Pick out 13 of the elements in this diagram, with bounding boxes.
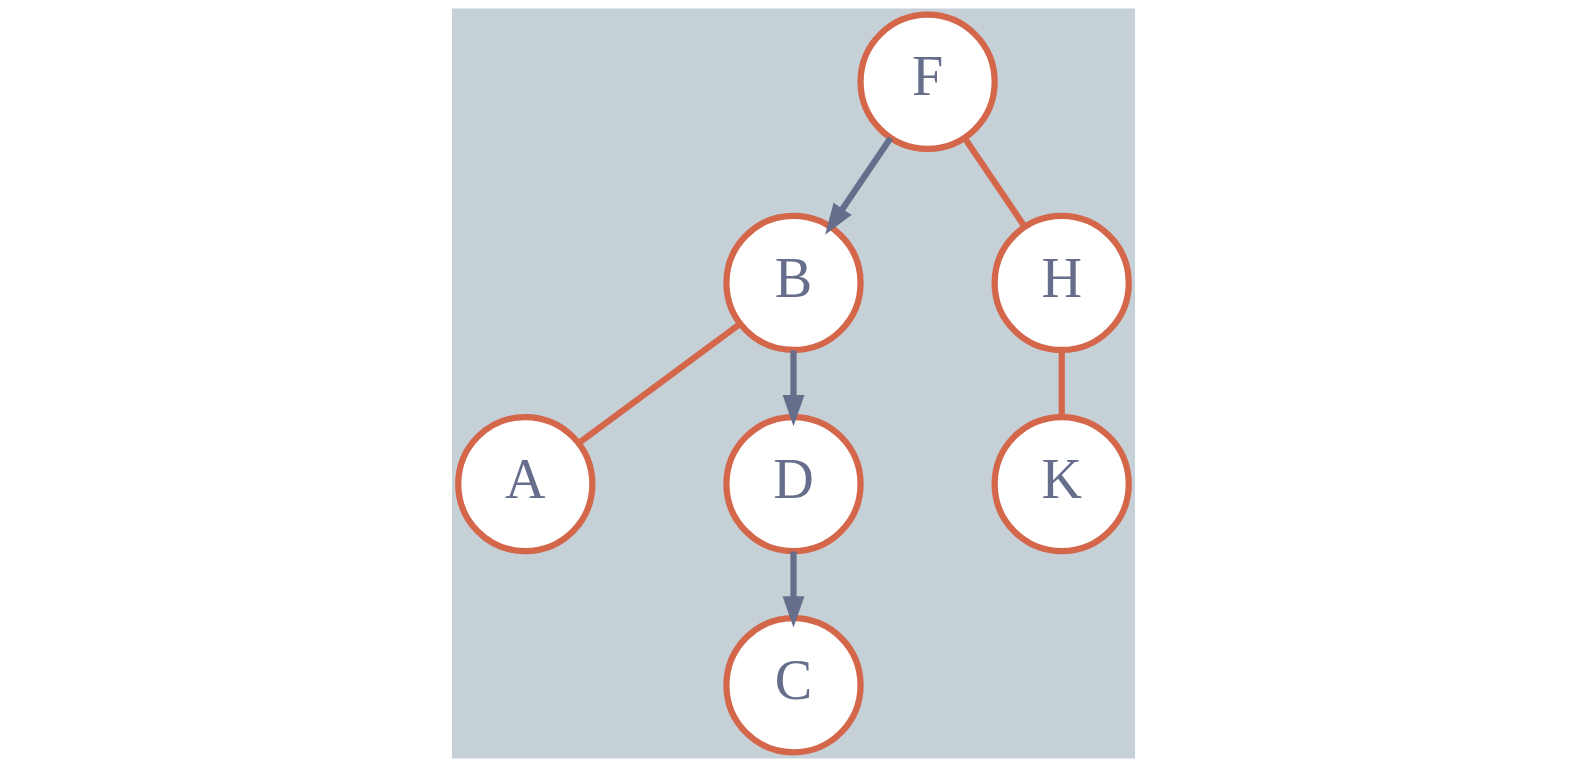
node-circle: D: [722, 413, 864, 555]
connector: [1058, 350, 1065, 417]
arrow: [824, 136, 893, 235]
node-circle: B: [722, 212, 864, 354]
node-circle: F: [856, 11, 998, 152]
connector: [576, 321, 742, 446]
node-circle: A: [454, 413, 595, 555]
node-circle: K: [991, 413, 1132, 555]
node-circle: H: [991, 212, 1132, 354]
arrow: [782, 350, 804, 427]
node-circle: C: [722, 615, 864, 756]
arrow: [782, 551, 804, 628]
connector: [961, 136, 1027, 229]
